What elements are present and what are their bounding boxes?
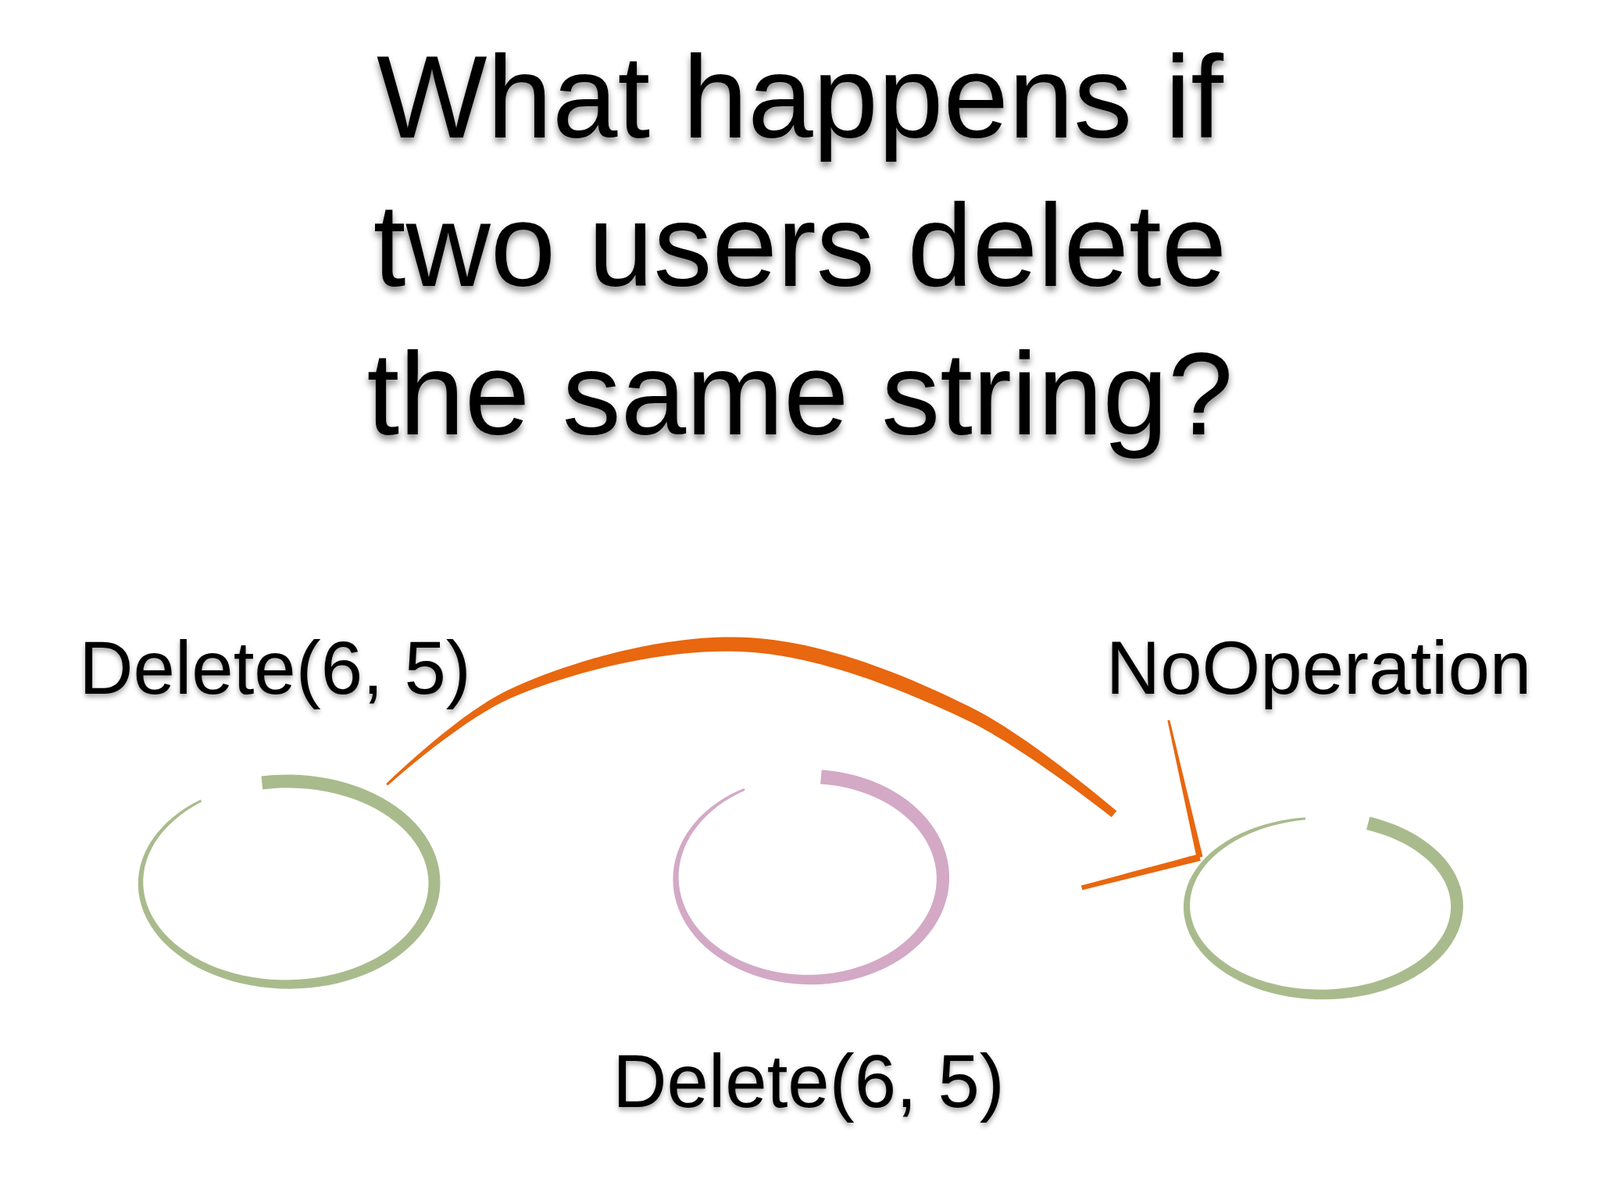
circle-stroke bbox=[138, 775, 441, 990]
circle-outline bbox=[1171, 802, 1473, 1011]
operation-label: NoOperation bbox=[1106, 625, 1532, 711]
arrow-head bbox=[1081, 853, 1201, 890]
hand-drawn-circle: Delete(6, 5) bbox=[660, 760, 959, 996]
circle-stroke bbox=[672, 770, 950, 986]
arrow-curve bbox=[385, 636, 1117, 818]
circle-stroke bbox=[1183, 817, 1464, 1000]
arrow-connector bbox=[385, 636, 1203, 890]
circle-outline bbox=[125, 765, 450, 1000]
arrow-head bbox=[1167, 720, 1203, 859]
operation-label: Delete(6, 5) bbox=[612, 1038, 1005, 1125]
operation-label: Delete(6, 5) bbox=[78, 625, 472, 711]
circle-outline bbox=[660, 760, 959, 996]
hand-drawn-circle: Delete(6, 5) bbox=[125, 765, 450, 1000]
hand-drawn-circle: NoOperation bbox=[1171, 802, 1473, 1011]
slide-title: What happens if two users delete the sam… bbox=[284, 22, 1316, 468]
